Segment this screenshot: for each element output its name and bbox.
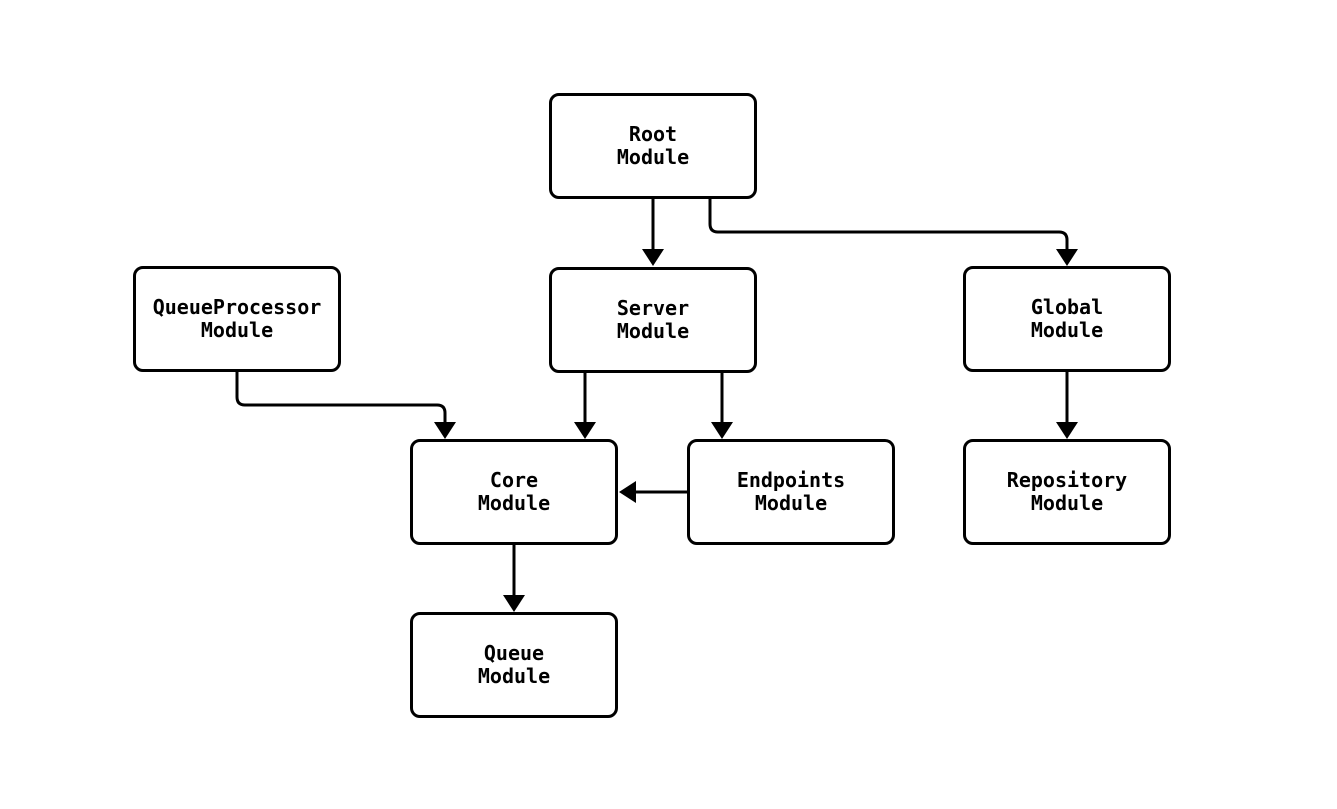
edge-endpoints-to-core bbox=[619, 481, 687, 503]
node-server-module[interactable]: Server Module bbox=[549, 267, 757, 373]
node-server-module-label: Server Module bbox=[616, 296, 690, 343]
node-global-module-label: Global Module bbox=[1030, 295, 1104, 342]
node-queue-module-label: Queue Module bbox=[477, 641, 551, 688]
node-core-module-label: Core Module bbox=[477, 468, 551, 515]
edge-queueprocessor-to-core bbox=[235, 372, 456, 439]
node-root-module[interactable]: Root Module bbox=[549, 93, 757, 199]
node-global-module[interactable]: Global Module bbox=[963, 266, 1171, 372]
edge-global-to-repository bbox=[1056, 372, 1078, 439]
node-endpoints-module-label: Endpoints Module bbox=[736, 468, 846, 515]
edge-core-to-queue bbox=[503, 545, 525, 612]
edge-root-to-server bbox=[642, 198, 664, 266]
node-queue-module[interactable]: Queue Module bbox=[410, 612, 618, 718]
node-queueprocessor-module[interactable]: QueueProcessor Module bbox=[133, 266, 341, 372]
node-repository-module[interactable]: Repository Module bbox=[963, 439, 1171, 545]
node-root-module-label: Root Module bbox=[616, 122, 690, 169]
edge-server-to-endpoints bbox=[711, 373, 733, 439]
node-queueprocessor-module-label: QueueProcessor Module bbox=[152, 295, 322, 342]
edge-root-to-global bbox=[708, 198, 1078, 266]
node-endpoints-module[interactable]: Endpoints Module bbox=[687, 439, 895, 545]
edge-server-to-core bbox=[574, 373, 596, 439]
node-repository-module-label: Repository Module bbox=[1006, 468, 1128, 515]
node-core-module[interactable]: Core Module bbox=[410, 439, 618, 545]
